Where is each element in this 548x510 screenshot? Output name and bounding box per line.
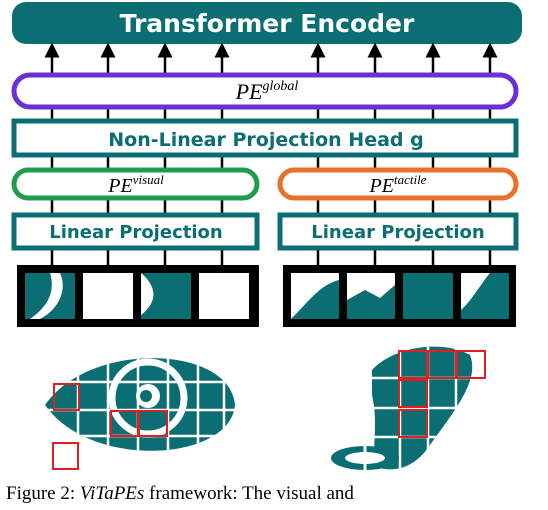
pe-visual-block: PEvisual [11, 167, 260, 201]
tactile-patch-4 [461, 273, 509, 319]
caption-rest: framework: The visual and [144, 483, 354, 504]
visual-patch-4 [199, 273, 249, 319]
tactile-patch-2 [347, 273, 395, 319]
caption-emph: ViTaPEs [79, 483, 145, 504]
caption-prefix: Figure 2: [6, 483, 80, 504]
pe-global-block: PEglobal [11, 72, 519, 110]
tactile-patch-3 [403, 273, 453, 319]
projection-head-block: Non-Linear Projection Head g [11, 118, 519, 158]
projection-head-label: Non-Linear Projection Head g [108, 129, 423, 151]
transformer-encoder-block: Transformer Encoder [12, 2, 522, 44]
eye-image [45, 358, 235, 470]
pe-global-sup: global [263, 79, 299, 94]
pe-visual-sup: visual [133, 172, 164, 187]
tactile-selected-patches [398, 350, 486, 438]
visual-patch-3 [141, 273, 191, 319]
svg-text:PEglobal: PEglobal [235, 79, 299, 104]
eye-selected-patches [52, 383, 168, 470]
visual-patch-1 [25, 273, 75, 319]
tactile-image [331, 346, 486, 470]
pe-tactile-base: PE [369, 175, 394, 197]
linear-projection-right-block: Linear Projection [277, 212, 519, 251]
figure-caption: Figure 2: ViTaPEs framework: The visual … [6, 483, 548, 505]
linear-projection-right-label: Linear Projection [311, 222, 484, 243]
linear-projection-left-label: Linear Projection [49, 222, 222, 243]
pe-tactile-block: PEtactile [277, 167, 519, 201]
linear-projection-left-block: Linear Projection [11, 212, 260, 251]
pe-visual-base: PE [107, 175, 132, 197]
pe-global-base: PE [235, 79, 263, 104]
visual-patches [17, 265, 259, 327]
tactile-patches [283, 265, 516, 327]
tactile-base [331, 446, 399, 470]
visual-patch-2 [83, 273, 133, 319]
svg-text:PEvisual: PEvisual [107, 172, 164, 197]
transformer-encoder-title: Transformer Encoder [120, 9, 415, 38]
svg-text:PEtactile: PEtactile [369, 172, 427, 197]
tactile-patch-1 [291, 273, 339, 319]
pe-tactile-sup: tactile [394, 172, 427, 187]
